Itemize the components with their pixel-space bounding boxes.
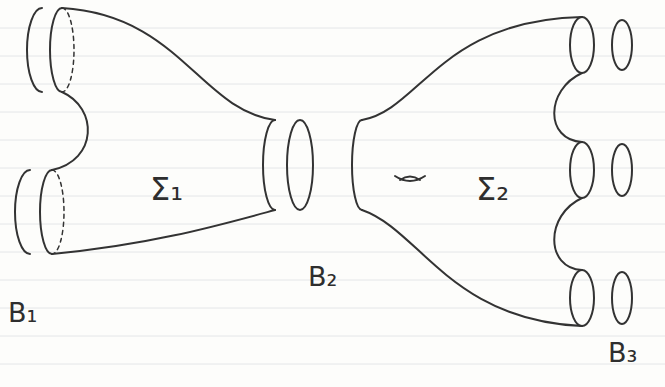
surface-edge xyxy=(52,210,275,254)
surface-edge xyxy=(62,8,275,120)
surface-edge xyxy=(362,17,582,120)
boundary-circle xyxy=(27,8,42,92)
surface-edge xyxy=(362,210,582,326)
boundary-circle xyxy=(287,120,313,210)
boundary-name: B₁ xyxy=(8,298,37,328)
genus-handle xyxy=(395,176,425,181)
surface-edge xyxy=(52,92,88,170)
boundary-circle xyxy=(612,272,632,324)
boundary-circle xyxy=(15,170,30,254)
surface-end xyxy=(352,120,362,210)
surface-edge xyxy=(554,73,582,142)
boundary-circle xyxy=(612,144,632,196)
surface-outlines xyxy=(15,8,632,326)
surface-end xyxy=(570,17,594,73)
genus-handle xyxy=(400,177,420,181)
surface-end-hidden xyxy=(62,8,74,92)
ruled-lines xyxy=(0,28,665,364)
surface-end xyxy=(570,142,594,198)
boundary-circle xyxy=(612,20,632,70)
surface-end xyxy=(263,120,275,210)
surface-end-hidden xyxy=(52,170,64,254)
surface-edge xyxy=(554,198,582,270)
surface-end xyxy=(40,170,52,254)
surface-end xyxy=(570,270,594,326)
surface-end xyxy=(50,8,62,92)
surface-name: Σ₁ xyxy=(150,172,183,207)
surface-name: Σ₂ xyxy=(476,172,509,207)
boundary-name: B₃ xyxy=(608,338,637,368)
boundary-name: B₂ xyxy=(308,262,337,292)
